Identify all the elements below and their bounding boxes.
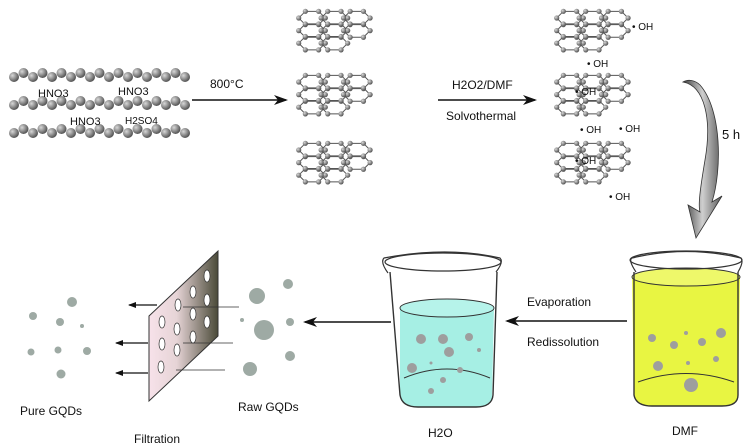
hydroxyl-label: • OH (575, 87, 596, 98)
evaporation-label: Evaporation (527, 295, 591, 309)
reagent-label: HNO3 (70, 116, 101, 128)
beaker-dmf (629, 250, 743, 407)
beaker-dmf-label: DMF (672, 424, 698, 438)
graphene-sheet (296, 72, 373, 117)
duration-label: 5 h (722, 127, 740, 142)
graphite-layer (9, 124, 190, 138)
raw-gqds-label: Raw GQDs (238, 400, 299, 414)
graphene-sheet (554, 72, 631, 117)
hydroxyl-label: • OH (575, 156, 596, 167)
beaker-water (382, 251, 502, 408)
graphite-layers (9, 68, 190, 138)
solvothermal-reagent: H2O2/DMF (452, 78, 513, 92)
hydroxyl-label: • OH (609, 192, 630, 203)
solvothermal-label: Solvothermal (446, 109, 516, 123)
hydroxyl-label: • OH (587, 59, 608, 70)
raw-gqds (240, 279, 295, 376)
graphene-sheet (296, 140, 373, 185)
graphite-layer (9, 68, 190, 82)
filtration-label: Filtration (134, 432, 180, 446)
hydroxyl-label: • OH (580, 125, 601, 136)
beaker-water-label: H2O (428, 426, 453, 440)
reagent-label: H2SO4 (125, 116, 158, 127)
hydroxyl-label: • OH (632, 22, 653, 33)
pure-gqds (27, 297, 91, 379)
graphene-sheet (296, 8, 373, 53)
hydroxylated-graphene-sheets (554, 8, 631, 185)
hydroxyl-label: • OH (619, 124, 640, 135)
graphene-sheet (554, 8, 631, 53)
reagent-label: HNO3 (38, 88, 69, 100)
thermal-label: 800°C (210, 77, 244, 91)
graphene-sheets (296, 8, 373, 185)
curved-arrow-icon (681, 79, 723, 240)
redissolution-label: Redissolution (527, 335, 599, 349)
graphene-sheet (554, 140, 631, 185)
pure-gqds-label: Pure GQDs (20, 404, 82, 418)
graphite-layer (9, 96, 190, 110)
filter-membrane (115, 249, 239, 403)
reagent-label: HNO3 (118, 86, 149, 98)
